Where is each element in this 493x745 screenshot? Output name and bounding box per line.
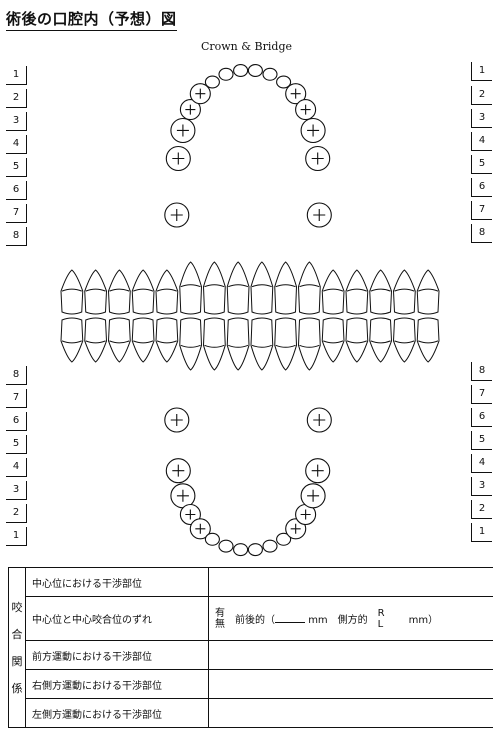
table-row: 右側方運動における干渉部位	[9, 670, 493, 699]
side-tooth	[61, 270, 83, 314]
side-tooth	[132, 270, 154, 314]
side-tooth	[370, 270, 392, 314]
occlusal-tooth	[205, 533, 219, 545]
deviation-field[interactable]: 有 無 前後的（ mm 側方的 R L mm）	[209, 597, 493, 641]
side-tooth	[394, 270, 416, 314]
side-tooth	[299, 318, 321, 370]
occlusion-side-label: 咬 合 関 係	[9, 568, 26, 728]
occlusal-tooth	[234, 544, 248, 556]
side-tooth	[109, 318, 131, 362]
occlusal-tooth	[219, 68, 233, 80]
lower-teeth-side-view	[61, 318, 439, 370]
side-tooth	[394, 318, 416, 362]
side-tooth	[370, 318, 392, 362]
yes-no-choice[interactable]: 有 無	[215, 608, 225, 630]
upper-occlusal-arch	[165, 65, 331, 227]
side-tooth	[346, 270, 368, 314]
table-row: 左側方運動における干渉部位	[9, 699, 493, 728]
occlusion-table: 咬 合 関 係 中心位における干渉部位 中心位と中心咬合位のずれ 有 無 前後的…	[8, 567, 493, 728]
anteroposterior-label: 前後的（	[235, 615, 275, 626]
occlusal-tooth	[263, 540, 277, 552]
side-tooth	[85, 270, 107, 314]
side-tooth	[204, 262, 226, 314]
entry-field[interactable]	[209, 699, 493, 728]
side-tooth	[251, 318, 273, 370]
side-tooth	[417, 318, 439, 362]
occlusal-tooth	[263, 68, 277, 80]
side-tooth	[156, 270, 178, 314]
row-label: 中心位と中心咬合位のずれ	[26, 597, 209, 641]
side-tooth	[109, 270, 131, 314]
side-tooth	[180, 318, 202, 370]
right-left-choice[interactable]: R L	[378, 608, 385, 630]
entry-field[interactable]	[209, 641, 493, 670]
table-row: 中心位と中心咬合位のずれ 有 無 前後的（ mm 側方的 R L mm）	[9, 597, 493, 641]
occlusal-tooth	[234, 65, 248, 77]
side-tooth	[322, 270, 344, 314]
row-label: 右側方運動における干渉部位	[26, 670, 209, 699]
side-tooth	[346, 318, 368, 362]
upper-teeth-side-view	[61, 262, 439, 314]
side-tooth	[204, 318, 226, 370]
occlusal-tooth	[248, 65, 262, 77]
side-tooth	[417, 270, 439, 314]
side-tooth	[132, 318, 154, 362]
occlusal-tooth	[248, 544, 262, 556]
anteroposterior-blank[interactable]	[275, 612, 305, 623]
row-label: 左側方運動における干渉部位	[26, 699, 209, 728]
row-label: 前方運動における干渉部位	[26, 641, 209, 670]
occlusal-tooth	[219, 540, 233, 552]
unit-mm-close: mm）	[409, 611, 438, 626]
side-tooth	[227, 262, 249, 314]
dental-chart-diagram	[0, 0, 493, 565]
side-tooth	[156, 318, 178, 362]
occlusal-tooth	[205, 76, 219, 88]
side-tooth	[251, 262, 273, 314]
entry-field[interactable]	[209, 670, 493, 699]
side-tooth	[227, 318, 249, 370]
side-tooth	[61, 318, 83, 362]
table-row: 前方運動における干渉部位	[9, 641, 493, 670]
side-tooth	[322, 318, 344, 362]
side-tooth	[275, 318, 297, 370]
side-tooth	[275, 262, 297, 314]
table-row: 咬 合 関 係 中心位における干渉部位	[9, 568, 493, 597]
side-tooth	[85, 318, 107, 362]
unit-mm: mm	[308, 615, 327, 626]
row-label: 中心位における干渉部位	[26, 568, 209, 597]
side-tooth	[299, 262, 321, 314]
side-tooth	[180, 262, 202, 314]
lateral-label: 側方的	[338, 611, 368, 626]
entry-field[interactable]	[209, 568, 493, 597]
lower-occlusal-arch	[165, 408, 331, 556]
